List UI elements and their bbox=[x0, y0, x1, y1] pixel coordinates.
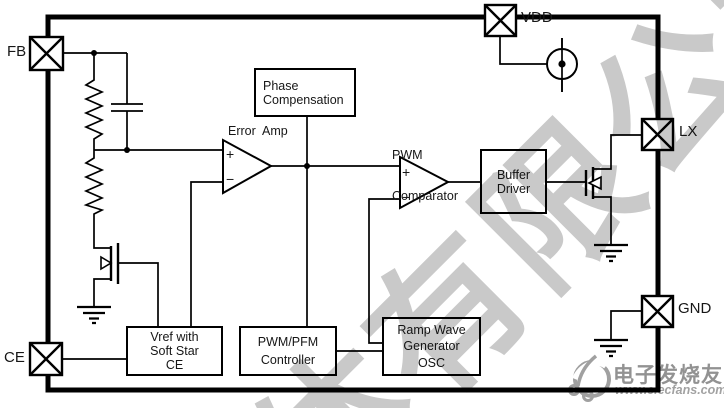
ground-m2-icon bbox=[594, 243, 628, 263]
vref-line1: Vref with bbox=[150, 330, 199, 344]
wire-ramp-pwmcomp-minus bbox=[368, 198, 400, 344]
ramp-osc-line2: Generator bbox=[403, 339, 460, 354]
vref-box bbox=[126, 326, 223, 376]
capacitor-c1 bbox=[111, 53, 143, 150]
phase-compensation-box bbox=[254, 68, 356, 117]
resistor-r2 bbox=[83, 150, 111, 249]
phase-compensation-text: Phase Compensation bbox=[255, 69, 355, 116]
pwm-pfm-line1: PWM/PFM bbox=[257, 334, 319, 349]
mosfet-m1 bbox=[100, 243, 120, 284]
block-rects bbox=[126, 68, 547, 376]
bias-current-source-icon bbox=[546, 38, 578, 92]
pin-ce-icon bbox=[28, 341, 64, 377]
vref-line3: CE bbox=[165, 358, 184, 372]
pin-label-fb: FB bbox=[7, 43, 27, 60]
resistor-r1 bbox=[83, 53, 105, 150]
pwm-comp-minus-sign: − bbox=[402, 189, 411, 205]
buffer-driver-text: Buffer Driver bbox=[481, 150, 546, 213]
pwm-comparator-label-line1: PWM bbox=[392, 148, 423, 162]
mosfet-m2 bbox=[584, 167, 602, 199]
vref-text: Vref with Soft Star CE bbox=[127, 327, 222, 375]
pin-lx-icon bbox=[640, 117, 675, 152]
ground-m1-icon bbox=[77, 305, 111, 325]
pin-label-vdd: VDD bbox=[521, 9, 553, 26]
m2-arrow bbox=[587, 175, 602, 191]
wire-m2-source-gnd bbox=[593, 196, 612, 245]
pin-label-ce: CE bbox=[4, 349, 25, 366]
ramp-osc-line1: Ramp Wave bbox=[397, 323, 466, 338]
pin-label-gnd: GND bbox=[678, 300, 712, 317]
m1-arrow bbox=[100, 255, 113, 271]
pin-gnd-icon bbox=[640, 294, 675, 329]
ramp-osc-line3: OSC bbox=[417, 355, 446, 370]
buffer-driver-line1: Buffer bbox=[496, 167, 531, 182]
error-amp-triangle bbox=[222, 138, 274, 195]
wires bbox=[62, 36, 642, 360]
phase-compensation-line1: Phase bbox=[263, 78, 299, 93]
pwm-pfm-line2: Controller bbox=[260, 353, 316, 367]
pwm-pfm-box bbox=[239, 326, 337, 376]
vref-line2: Soft Star bbox=[150, 344, 199, 358]
error-amp-minus-sign: − bbox=[226, 171, 235, 187]
wire-m1-gate-vref bbox=[119, 262, 159, 327]
ramp-osc-text: Ramp Wave Generator OSC bbox=[383, 318, 480, 375]
pwm-pfm-text: PWM/PFM Controller bbox=[240, 327, 336, 375]
junction-dots bbox=[91, 50, 310, 169]
ground-gndpin-icon bbox=[594, 338, 628, 358]
pwm-comp-plus-sign: + bbox=[402, 164, 411, 180]
buffer-driver-box bbox=[480, 149, 547, 214]
pin-vdd-icon bbox=[483, 3, 518, 38]
wire-m2-drain-lx bbox=[593, 134, 642, 170]
ramp-osc-box bbox=[382, 317, 481, 376]
wire-vref-erramp-minus bbox=[190, 181, 223, 327]
error-amp-plus-sign: + bbox=[226, 146, 235, 162]
wire-m1-source-gnd bbox=[93, 278, 111, 307]
pwm-comparator-triangle bbox=[399, 155, 451, 210]
error-amp-label: Error Amp bbox=[228, 124, 288, 138]
pwm-comparator-label-line2: Comparator bbox=[392, 188, 458, 203]
buffer-driver-line2: Driver bbox=[496, 181, 531, 196]
pin-label-lx: LX bbox=[679, 123, 698, 140]
ground-symbols bbox=[77, 243, 628, 358]
ic-boundary bbox=[45, 14, 661, 393]
wire-gndpin-gnd bbox=[610, 310, 642, 340]
pwm-comparator-label: PWM Comparator bbox=[392, 122, 458, 230]
package-pins bbox=[28, 3, 675, 377]
pin-fb-icon bbox=[28, 35, 65, 72]
phase-compensation-line2: Compensation bbox=[263, 92, 344, 107]
